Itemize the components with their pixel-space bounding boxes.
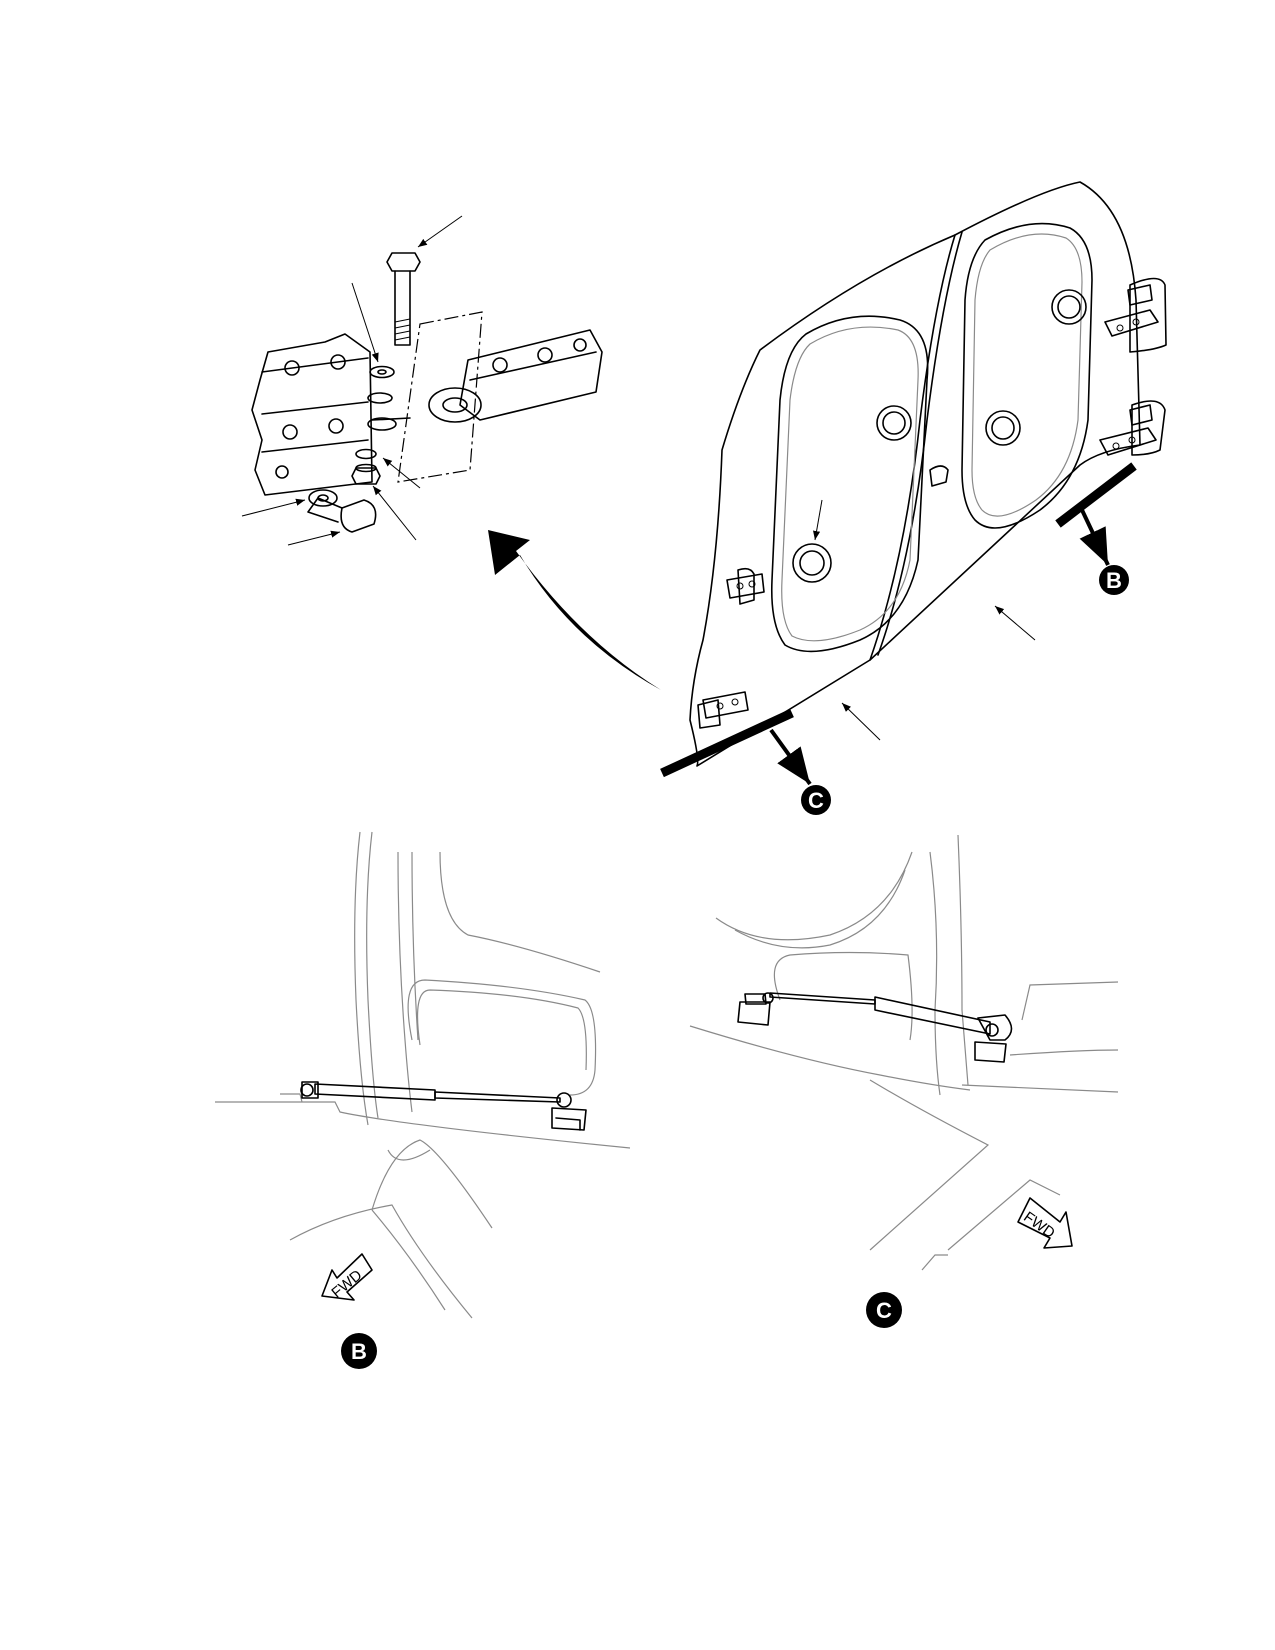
callout-C-label: C — [808, 788, 824, 813]
callout-B-label: B — [1106, 568, 1122, 593]
strut-cylinder — [314, 1083, 436, 1101]
callout-B-view: B — [341, 1333, 377, 1369]
leader-washer — [351, 282, 379, 363]
hinge-exploded-detail — [241, 215, 603, 546]
hinges-fwd-edge — [1099, 277, 1167, 456]
leader-bolt — [417, 215, 463, 248]
door-outer-panel — [689, 181, 1141, 767]
leader-door-edge-upper — [994, 605, 1036, 641]
leader-nut — [372, 485, 417, 541]
hinge-arm-right — [459, 329, 603, 421]
hinge-eye — [428, 387, 482, 423]
strut-rod-C — [769, 992, 876, 1005]
vent-fwd-lower — [985, 410, 1021, 446]
section-bar-B — [1055, 462, 1137, 528]
window-aft — [770, 315, 929, 653]
leader-washer-large — [241, 498, 306, 517]
strut-cylinder-C — [874, 996, 991, 1035]
fwd-arrow-C: FWD — [1017, 1197, 1073, 1249]
vent-aft-lower — [792, 543, 832, 583]
vent-aft-upper — [876, 405, 912, 441]
bolt-short — [340, 499, 377, 533]
leader-vent — [813, 499, 823, 541]
hinge-leaf-left — [251, 333, 373, 496]
section-bar-C — [660, 708, 794, 778]
leader-washer-lower — [382, 457, 421, 489]
view-C-gas-strut: FWD — [689, 834, 1119, 1271]
fwd-arrow-B: FWD — [321, 1253, 373, 1302]
washer-lower — [355, 448, 377, 460]
callout-B-door: B — [1099, 565, 1129, 595]
callout-B-view-label: B — [351, 1339, 367, 1364]
view-B-gas-strut: FWD — [215, 831, 631, 1319]
nut — [351, 467, 381, 485]
bolt-head — [386, 252, 421, 272]
door-assembly — [660, 181, 1167, 786]
strut-bracket-C-aft — [737, 1001, 771, 1026]
strut-rod — [434, 1091, 561, 1103]
hinges-aft-edge — [697, 567, 765, 729]
callout-C-door: C — [801, 785, 831, 815]
washer-upper — [369, 365, 395, 379]
washer-large — [308, 489, 338, 507]
strut-bracket-C-fwd — [974, 1041, 1007, 1063]
strut-bracket — [551, 1107, 587, 1131]
callout-C-view: C — [866, 1292, 902, 1328]
leader-door-edge-lower — [841, 702, 881, 741]
window-fwd — [961, 222, 1093, 529]
detail-transfer-arrow — [488, 530, 661, 690]
vent-fwd-upper — [1051, 289, 1087, 325]
callout-C-view-label: C — [876, 1298, 892, 1323]
leader-bolt-short — [287, 530, 341, 546]
door-seam — [869, 234, 956, 661]
fwd-label-C: FWD — [1020, 1208, 1058, 1242]
